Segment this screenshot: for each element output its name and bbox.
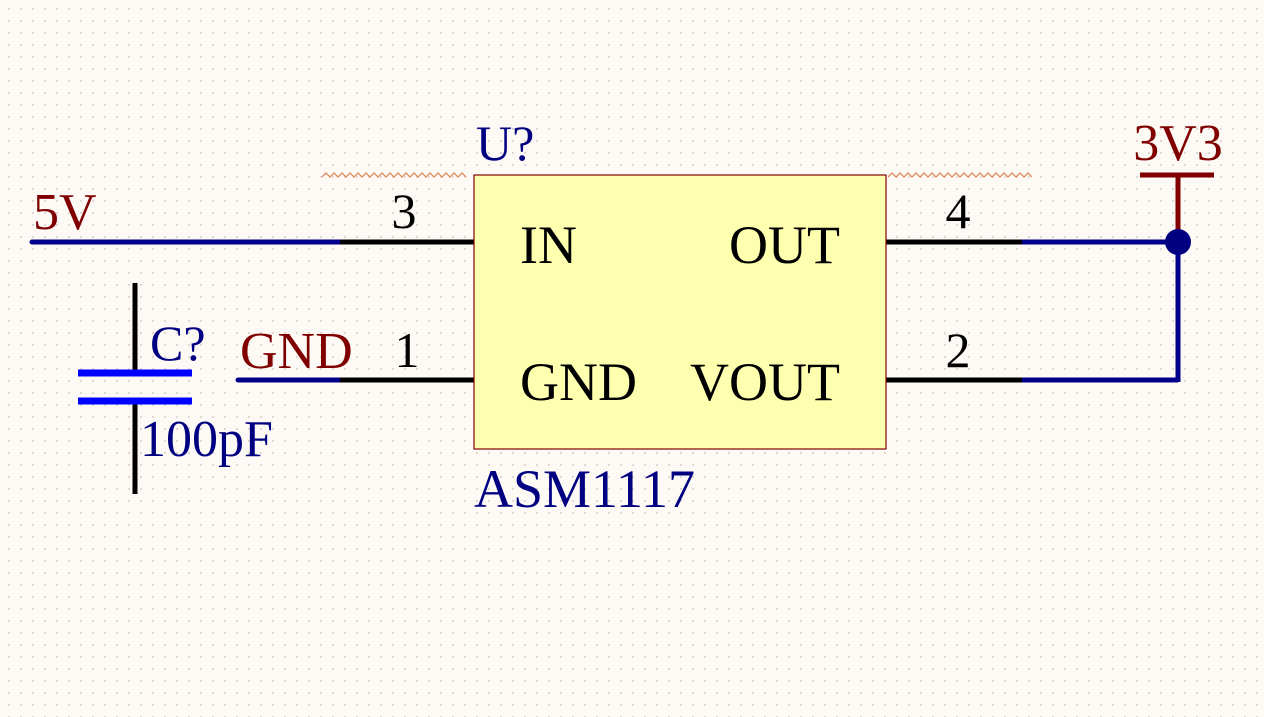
pin-name-vout: VOUT (690, 352, 840, 412)
power-port-label-3v3[interactable]: 3V3 (1133, 115, 1223, 172)
net-label-gnd[interactable]: GND (240, 323, 353, 380)
pin-name-gnd: GND (520, 352, 637, 412)
pin-4-number: 4 (946, 183, 971, 239)
pin-2-number: 2 (946, 322, 971, 378)
capacitor-designator[interactable]: C? (150, 315, 206, 371)
pin-name-in: IN (520, 215, 577, 275)
junction-dot[interactable] (1165, 229, 1191, 255)
net-label-5v[interactable]: 5V (33, 184, 97, 241)
error-squiggle-left (321, 172, 467, 178)
pin-name-out: OUT (729, 215, 840, 275)
regulator-part-name[interactable]: ASM1117 (474, 459, 695, 519)
pin-3-number: 3 (392, 183, 417, 239)
error-squiggle-right (887, 172, 1033, 178)
regulator-designator[interactable]: U? (476, 115, 534, 171)
regulator-body[interactable] (473, 174, 887, 450)
pin-1-number: 1 (395, 322, 420, 378)
capacitor-value[interactable]: 100pF (140, 411, 273, 468)
